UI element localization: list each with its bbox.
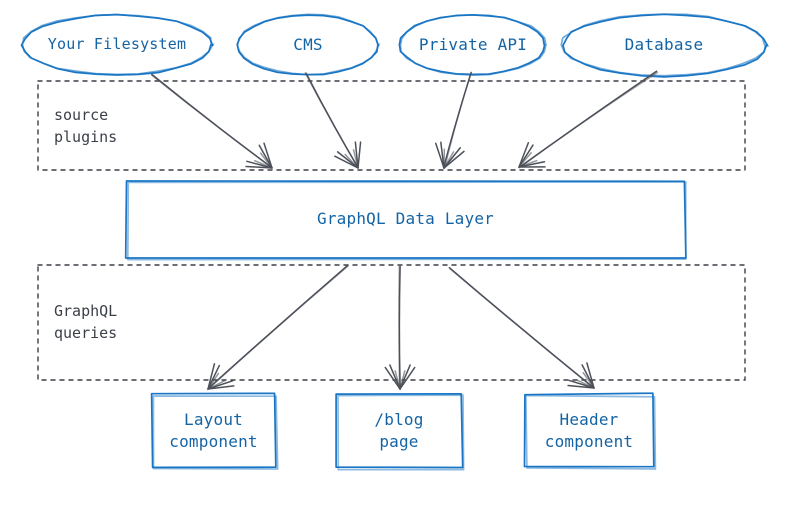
node-private-api[interactable]	[398, 13, 547, 76]
arrow-data-layer-to-layout	[207, 264, 349, 391]
arrow-private-api-to-data-layer-shaft	[443, 72, 472, 170]
group-box-graphql-queries	[37, 264, 746, 381]
arrow-database-to-data-layer	[518, 70, 659, 169]
arrow-data-layer-to-blog-shaft	[398, 265, 401, 390]
node-outline-database	[560, 13, 767, 77]
node-outline-layout-component	[150, 392, 277, 469]
node-fill-database	[562, 14, 766, 76]
arrow-cms-to-data-layer	[304, 72, 362, 169]
group-box-source-plugins	[37, 80, 746, 171]
node-fill-header-component	[525, 394, 653, 467]
arrow-private-api-to-data-layer	[434, 71, 472, 170]
arrow-data-layer-to-header-shaft	[449, 267, 595, 389]
node-fill-layout-component	[152, 394, 275, 467]
node-outline-blog-page	[335, 392, 464, 469]
node-database[interactable]	[560, 13, 769, 78]
node-outline-blog-page	[337, 394, 465, 471]
node-outline-header-component	[523, 392, 655, 468]
node-filesystem[interactable]	[20, 13, 215, 76]
arrow-data-layer-to-layout-head	[207, 372, 226, 390]
node-fill-cms	[238, 15, 378, 75]
node-fill-private-api	[400, 15, 546, 75]
node-layout-component[interactable]	[150, 392, 279, 470]
arrow-data-layer-to-layout-shaft	[207, 265, 349, 391]
node-header-component[interactable]	[523, 392, 657, 470]
arrow-data-layer-to-header	[448, 266, 595, 389]
node-outline-filesystem	[21, 13, 215, 76]
node-fill-graphql-data-layer	[126, 181, 685, 257]
node-outline-graphql-data-layer	[126, 181, 687, 261]
node-fill-blog-page	[336, 394, 462, 467]
arrow-data-layer-to-blog-head	[394, 370, 406, 390]
arrow-cms-to-data-layer-shaft	[304, 72, 359, 169]
node-outline-header-component	[525, 394, 657, 470]
arrow-private-api-to-data-layer-head	[443, 148, 455, 169]
arrow-data-layer-to-header-head	[576, 371, 595, 389]
node-outline-layout-component	[152, 395, 279, 470]
arrow-cms-to-data-layer-head	[344, 149, 359, 169]
node-outline-cms	[236, 13, 381, 76]
node-cms[interactable]	[236, 13, 381, 76]
node-fill-filesystem	[22, 15, 212, 75]
arrow-data-layer-to-blog	[384, 265, 416, 390]
node-blog-page[interactable]	[335, 392, 465, 471]
arrow-database-to-data-layer-head	[518, 152, 538, 168]
node-graphql-data-layer[interactable]	[124, 180, 687, 261]
arrow-database-to-data-layer-shaft	[518, 71, 659, 169]
node-outline-private-api	[399, 13, 547, 76]
arrow-filesystem-to-data-layer	[150, 73, 273, 169]
arrow-filesystem-to-data-layer-head	[254, 152, 273, 169]
arrow-filesystem-to-data-layer-shaft	[150, 74, 273, 169]
